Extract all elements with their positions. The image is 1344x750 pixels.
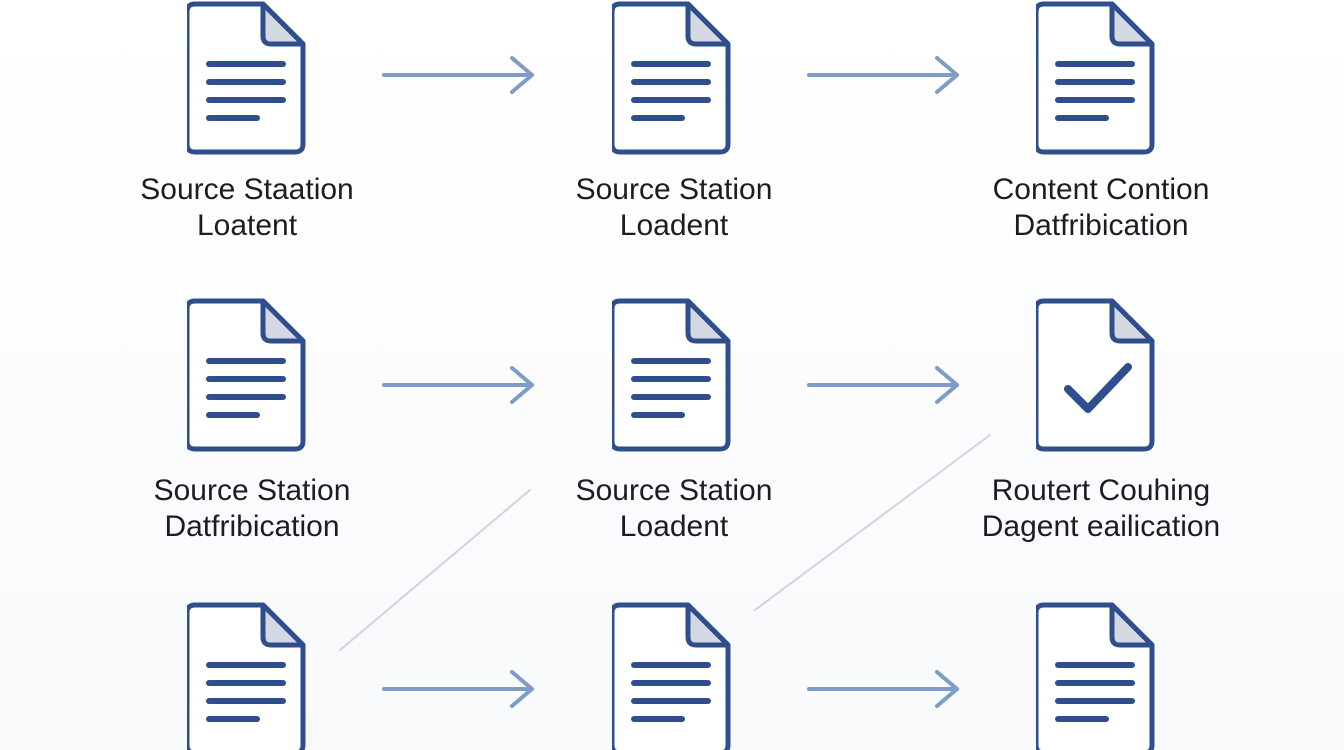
arrow-right-icon <box>805 55 965 95</box>
node-label-line1: Source Staation <box>140 173 354 206</box>
node-label-line2: Datfribication <box>164 510 340 543</box>
arrow-right-icon <box>380 365 540 405</box>
document-icon <box>612 0 732 156</box>
node-label-line2: Loatent <box>196 209 298 242</box>
arrow-right-icon <box>380 55 540 95</box>
node-label-r1c2: Source Station Loadent <box>494 172 854 244</box>
arrow-right-icon <box>805 669 965 709</box>
document-icon <box>1036 0 1156 156</box>
node-label-r1c1: Source Staation Loatent <box>67 172 427 244</box>
node-label-line1: Source Station <box>575 173 773 206</box>
node-label-line2: Loadent <box>619 510 729 543</box>
document-icon <box>187 0 307 156</box>
document-icon <box>612 601 732 750</box>
arrow-right-icon <box>380 669 540 709</box>
node-label-line2: Datfribication <box>1013 209 1189 242</box>
document-icon <box>1036 601 1156 750</box>
node-label-line1: Source Station <box>153 474 351 507</box>
arrow-right-icon <box>805 365 965 405</box>
node-label-r2c3: Routert Couhing Dagent eailication <box>921 473 1281 545</box>
node-label-line2: Dagent eailication <box>981 510 1221 543</box>
node-label-line1: Routert Couhing <box>991 474 1211 507</box>
document-icon <box>187 297 307 453</box>
document-icon <box>187 601 307 750</box>
node-label-r2c2: Source Station Loadent <box>494 473 854 545</box>
node-label-line1: Content Contion <box>992 173 1210 206</box>
check-document-icon <box>1036 297 1156 453</box>
node-label-line1: Source Station <box>575 474 773 507</box>
document-icon <box>612 297 732 453</box>
checkmark-icon <box>1064 363 1132 413</box>
node-label-line2: Loadent <box>619 209 729 242</box>
node-label-r2c1: Source Station Datfribication <box>72 473 432 545</box>
node-label-r1c3: Content Contion Datfribication <box>921 172 1281 244</box>
